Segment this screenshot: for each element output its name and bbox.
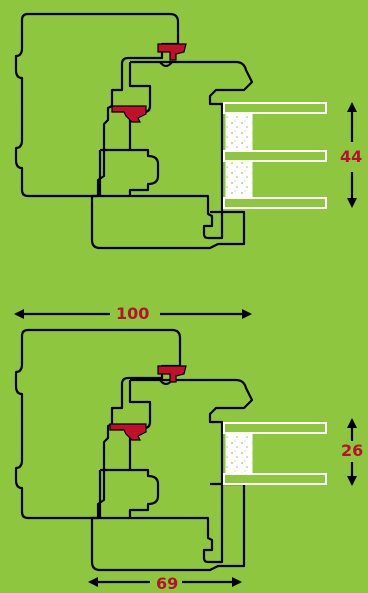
top-spacer-lower bbox=[225, 161, 253, 198]
top-seal-upper bbox=[157, 43, 187, 61]
top-frame-outline bbox=[90, 60, 254, 250]
top-glass-pane-2 bbox=[223, 150, 327, 162]
bottom-lower-inner bbox=[98, 468, 130, 518]
bottom-seals bbox=[109, 365, 187, 441]
top-glazing bbox=[223, 102, 327, 209]
dimension-arrows bbox=[14, 102, 357, 587]
dimension-label-44: 44 bbox=[340, 147, 363, 166]
bottom-seal-upper bbox=[157, 365, 187, 383]
bottom-profile bbox=[14, 328, 254, 572]
dimension-label-26: 26 bbox=[341, 441, 364, 460]
bottom-glazing bbox=[223, 422, 327, 485]
dimension-label-69: 69 bbox=[156, 574, 179, 593]
top-sash-outline bbox=[14, 12, 180, 198]
bottom-sash-outline bbox=[14, 328, 182, 520]
top-step bbox=[159, 61, 173, 68]
top-glass-pane-3 bbox=[223, 197, 327, 209]
top-glass-pane-1 bbox=[223, 102, 327, 114]
bottom-frame-inner bbox=[128, 380, 160, 518]
top-spacer-upper bbox=[225, 113, 253, 151]
bottom-seal-lower bbox=[109, 423, 147, 441]
top-frame-inner bbox=[128, 62, 160, 196]
bottom-spacer bbox=[225, 433, 253, 474]
top-seals bbox=[111, 43, 187, 123]
top-seal-lower bbox=[111, 105, 147, 123]
bottom-frame-outline bbox=[90, 378, 254, 572]
dimension-label-100: 100 bbox=[116, 304, 150, 323]
bottom-glass-pane-1 bbox=[223, 422, 327, 434]
top-lower-inner bbox=[98, 148, 130, 196]
bottom-glass-pane-2 bbox=[223, 473, 327, 485]
top-profile bbox=[14, 12, 254, 250]
